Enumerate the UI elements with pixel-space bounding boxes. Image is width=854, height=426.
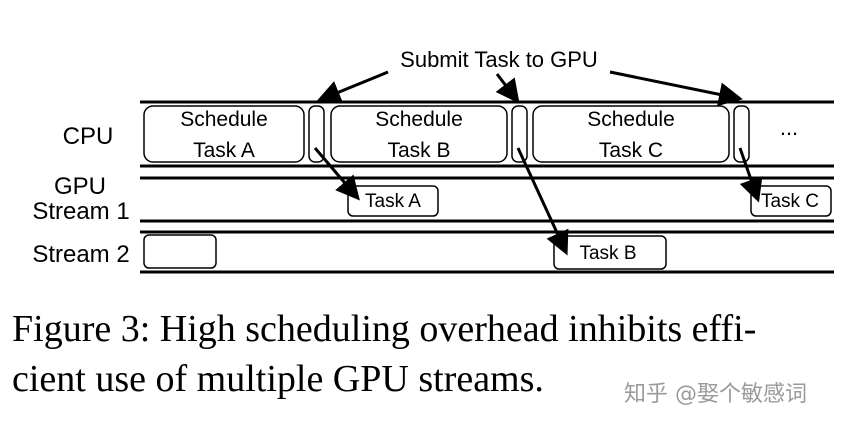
- cpu-task-a-line1: Schedule: [180, 108, 268, 131]
- row-label-stream1: Stream 1: [32, 198, 129, 225]
- cpu-schedule-box-c: [532, 105, 730, 163]
- stream2-idle-box: [143, 234, 217, 269]
- row-label-stream2: Stream 2: [32, 241, 129, 268]
- cpu-ellipsis: ...: [780, 115, 798, 140]
- figure-caption: Figure 3: High scheduling overhead inhib…: [12, 304, 846, 404]
- cpu-submit-box-a: [308, 105, 325, 163]
- watermark-text: 知乎 @娶个敏感词: [624, 382, 807, 407]
- launch-arrow-task-c: [738, 147, 763, 203]
- cpu-task-c-line2: Task C: [599, 139, 663, 162]
- cpu-submit-box-b: [511, 105, 528, 163]
- scheduling-diagram: CPU GPU Stream 1 Stream 2 Submit Task to…: [32, 47, 834, 274]
- row-label-cpu: CPU: [63, 123, 114, 150]
- launch-arrow-task-a: [313, 147, 360, 201]
- row-label-gpu: GPU: [54, 173, 106, 200]
- stream2-task-b-label: Task B: [579, 243, 636, 264]
- submit-arrow-a: [316, 70, 389, 104]
- cpu-task-b-line2: Task B: [387, 139, 450, 162]
- cpu-task-b-line1: Schedule: [375, 108, 463, 131]
- submit-arrow-c: [609, 70, 743, 107]
- caption-line-2: cient use of multiple GPU streams.: [12, 358, 544, 400]
- launch-arrow-task-b: [516, 147, 569, 256]
- cpu-task-c-line1: Schedule: [587, 108, 675, 131]
- caption-line-1: Figure 3: High scheduling overhead inhib…: [12, 308, 757, 350]
- stream1-task-a-label: Task A: [365, 191, 421, 212]
- stream1-task-c-label: Task C: [761, 191, 819, 212]
- cpu-schedule-box-b: [330, 105, 508, 163]
- stream1-task-a-box: [347, 185, 439, 217]
- submit-arrow-b: [495, 73, 520, 104]
- submit-label: Submit Task to GPU: [400, 47, 598, 72]
- cpu-schedule-box-a: [143, 105, 305, 163]
- cpu-task-a-line2: Task A: [193, 139, 255, 162]
